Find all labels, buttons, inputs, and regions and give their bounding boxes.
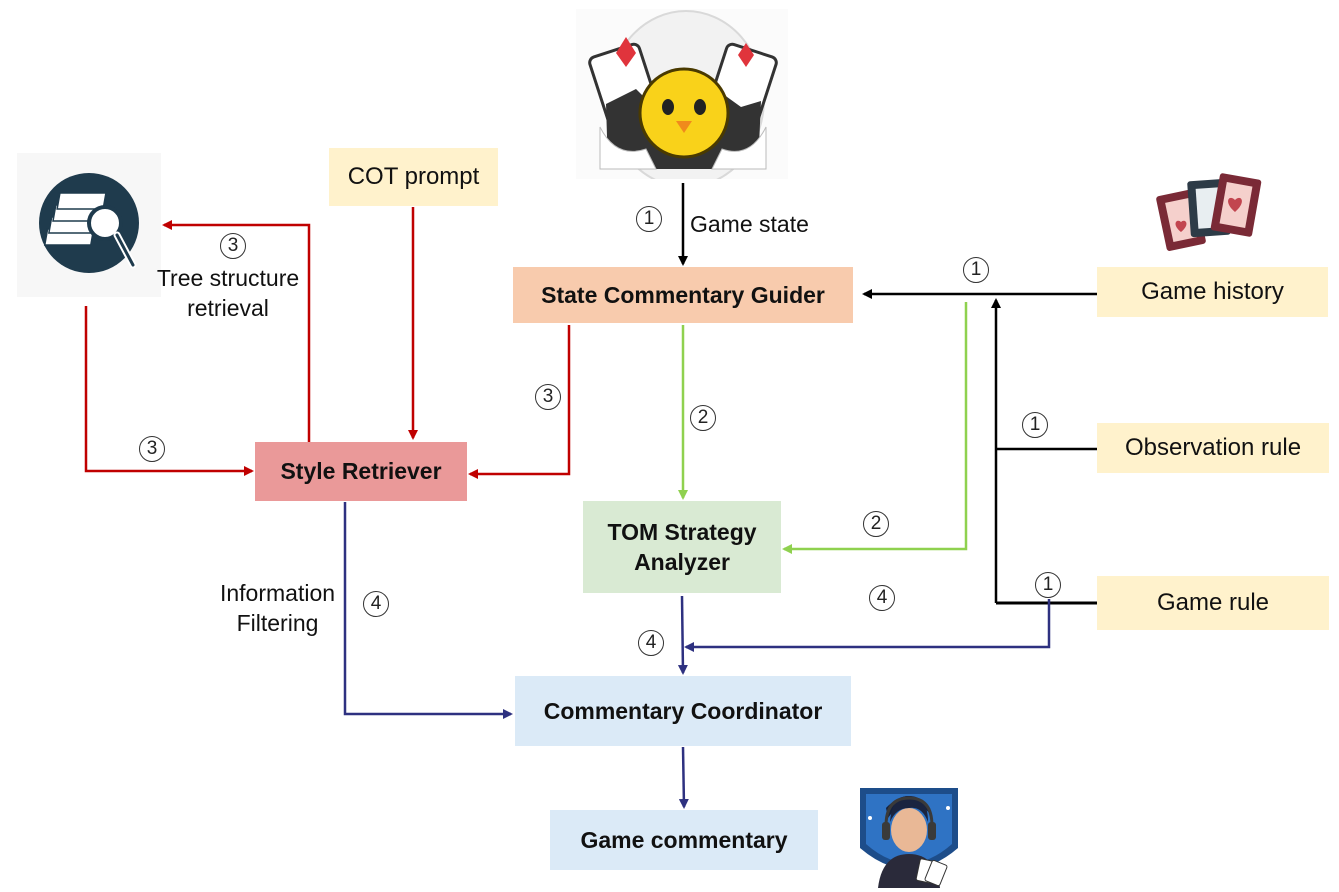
step-marker-4: 4 bbox=[363, 591, 389, 617]
step-marker-3: 3 bbox=[220, 233, 246, 259]
arrow-coordinator-to-commentary bbox=[678, 746, 689, 809]
step-marker-3: 3 bbox=[139, 436, 165, 462]
tree-retrieval-label: Tree structure retrieval bbox=[150, 263, 306, 323]
step-marker-1: 1 bbox=[963, 257, 989, 283]
tom-label-line1: TOM Strategy bbox=[607, 519, 757, 545]
step-marker-4: 4 bbox=[869, 585, 895, 611]
arrow-guider-to-retriever bbox=[468, 325, 571, 479]
document-search-icon bbox=[17, 153, 161, 297]
chick-egg-cards-icon bbox=[576, 9, 788, 179]
filter-label-line2: Filtering bbox=[236, 610, 319, 636]
step-marker-2: 2 bbox=[863, 511, 889, 537]
game-rule-label: Game rule bbox=[1156, 589, 1270, 616]
cot-prompt-label: COT prompt bbox=[347, 163, 480, 190]
commentary-coordinator-label: Commentary Coordinator bbox=[543, 697, 823, 724]
game-history-box: Game history bbox=[1097, 267, 1328, 317]
arrow-retriever-to-search bbox=[162, 220, 311, 443]
step-marker-4: 4 bbox=[638, 630, 664, 656]
state-commentary-guider-label: State Commentary Guider bbox=[541, 281, 825, 308]
information-filtering-label: Information Filtering bbox=[210, 578, 345, 638]
arrow-history-to-tom bbox=[782, 302, 968, 554]
style-retriever-label: Style Retriever bbox=[280, 458, 442, 484]
tom-strategy-analyzer-box: TOM Strategy Analyzer bbox=[583, 501, 781, 593]
step-marker-1: 1 bbox=[1035, 572, 1061, 598]
commentator-avatar-icon bbox=[860, 788, 958, 888]
observation-rule-box: Observation rule bbox=[1097, 423, 1329, 473]
step-marker-3: 3 bbox=[535, 384, 561, 410]
game-rule-box: Game rule bbox=[1097, 576, 1329, 630]
game-history-label: Game history bbox=[1141, 278, 1284, 305]
game-state-label: Game state bbox=[690, 211, 809, 237]
tom-label-line2: Analyzer bbox=[634, 549, 730, 575]
game-commentary-box: Game commentary bbox=[550, 810, 818, 870]
cot-prompt-box: COT prompt bbox=[329, 148, 498, 206]
state-commentary-guider-box: State Commentary Guider bbox=[513, 267, 853, 323]
arrow-rule-to-coordinator bbox=[684, 599, 1051, 652]
tree-label-line2: retrieval bbox=[187, 295, 269, 321]
step-marker-2: 2 bbox=[690, 405, 716, 431]
step-marker-1: 1 bbox=[1022, 412, 1048, 438]
filter-label-line1: Information bbox=[219, 580, 336, 606]
arrow-retriever-to-coordinator bbox=[343, 502, 513, 719]
style-retriever-box: Style Retriever bbox=[255, 442, 467, 501]
observation-rule-label: Observation rule bbox=[1124, 434, 1302, 461]
tree-label-line1: Tree structure bbox=[156, 265, 300, 291]
arrow-search-to-retriever bbox=[84, 306, 254, 476]
step-marker-1: 1 bbox=[636, 206, 662, 232]
game-commentary-label: Game commentary bbox=[580, 826, 788, 853]
commentary-coordinator-box: Commentary Coordinator bbox=[515, 676, 851, 746]
playing-cards-icon bbox=[1156, 173, 1262, 251]
arrow-tom-to-coordinator bbox=[677, 595, 688, 675]
